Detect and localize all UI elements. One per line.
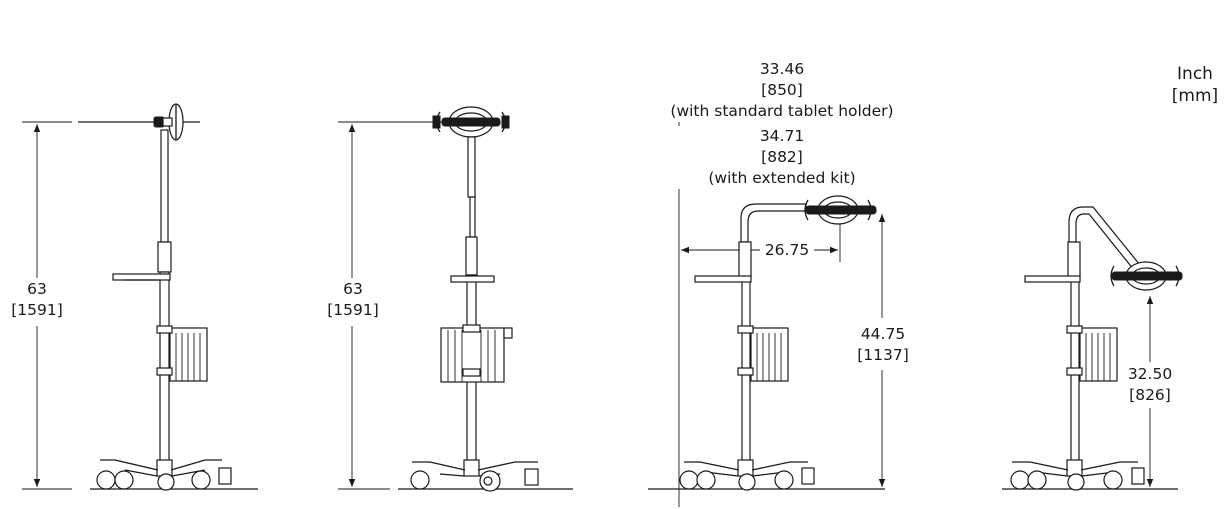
view2-height-mm: [1591] (327, 301, 379, 319)
view3-width-std-in: 33.46 (759, 60, 805, 78)
stand-front-view (338, 106, 573, 492)
view2-height-dimension: 63 [1591] (321, 279, 385, 321)
view3-reach-in: 26.75 (764, 241, 810, 259)
view4-height-in: 32.50 (1127, 365, 1173, 383)
view4-height-mm: [826] (1129, 386, 1171, 404)
view3-height-mm: [1137] (857, 346, 909, 364)
view3-width-ext-mm: [882] (761, 148, 803, 166)
view3-width-ext-note: (with extended kit) (708, 169, 856, 187)
view1-height-in: 63 (27, 280, 47, 298)
view1-height-mm: [1591] (11, 301, 63, 319)
view1-height-dimension: 63 [1591] (5, 279, 69, 321)
view3-width-std-mm: [850] (761, 81, 803, 99)
view3-width-ext-in: 34.71 (759, 127, 805, 145)
view3-width-std-note: (with standard tablet holder) (670, 102, 894, 120)
view4-height-dimension: 32.50 [826] (1123, 364, 1177, 406)
units-inch: Inch (1177, 64, 1213, 84)
view3-height-in: 44.75 (860, 325, 906, 343)
view3-height-dimension: 44.75 [1137] (852, 324, 914, 366)
stand-arm-lowered-view (1002, 206, 1183, 491)
view2-height-in: 63 (343, 280, 363, 298)
view3-reach-dimension: 26.75 (761, 240, 813, 261)
units-label: Inch [mm] (1160, 63, 1230, 107)
stand-side-view (22, 103, 258, 491)
units-mm: [mm] (1171, 86, 1219, 106)
view3-width-standard-dimension: 33.46 [850] (with standard tablet holder… (651, 59, 913, 122)
view3-width-extended-dimension: 34.71 [882] (with extended kit) (671, 126, 893, 189)
